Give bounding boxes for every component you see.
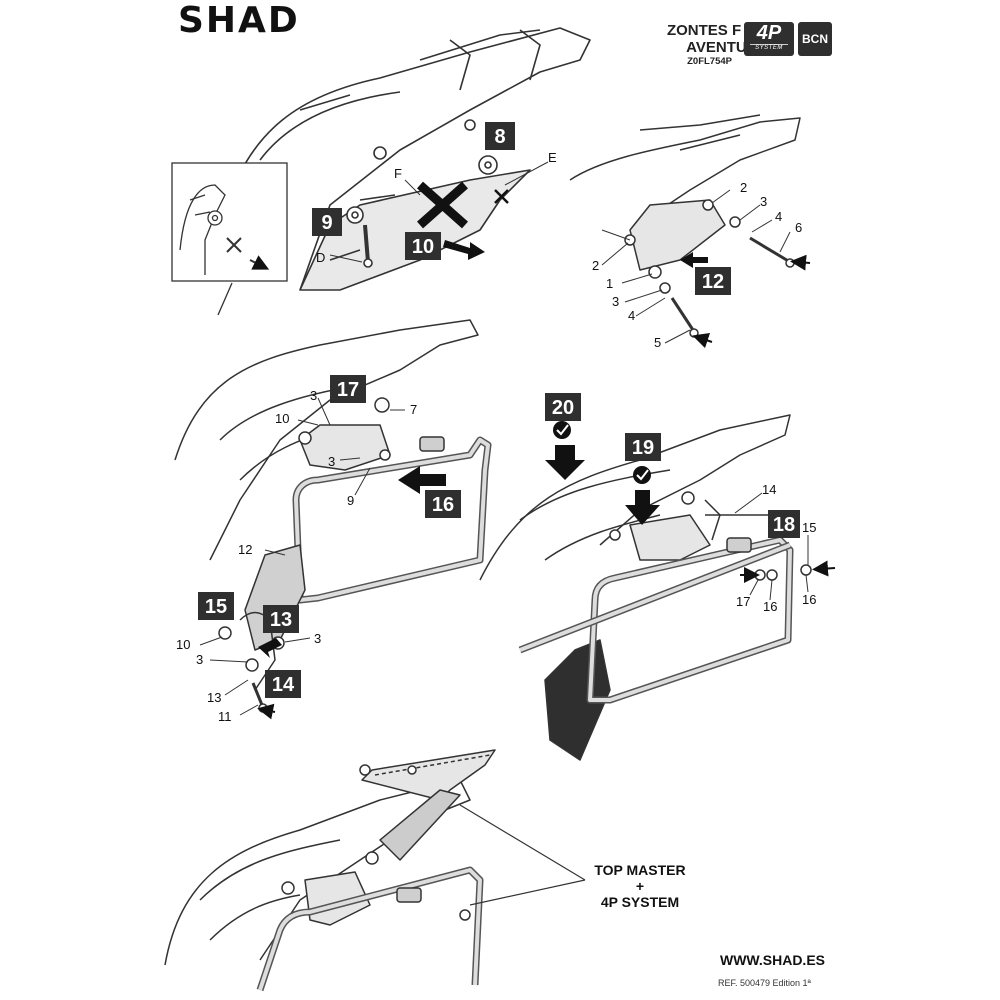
top-master-4p-caption: TOP MASTER + 4P SYSTEM bbox=[580, 862, 700, 910]
part-label-4b: 4 bbox=[775, 209, 782, 224]
small-cross-mark bbox=[494, 189, 509, 204]
part-label-3b: 3 bbox=[760, 194, 767, 209]
part-label-6: 6 bbox=[795, 220, 802, 235]
part-label-3a: 3 bbox=[612, 294, 619, 309]
step-label-13: 13 bbox=[263, 605, 299, 633]
svg-text:10: 10 bbox=[412, 236, 434, 258]
check-mark-icon bbox=[553, 421, 571, 439]
part-label-3f: 3 bbox=[196, 652, 203, 667]
part-label-12: 12 bbox=[238, 542, 252, 557]
part-label-4a: 4 bbox=[628, 308, 635, 323]
check-mark-icon bbox=[633, 466, 651, 484]
part-label-17: 17 bbox=[736, 594, 750, 609]
bcn-badge: BCN bbox=[798, 22, 832, 56]
edition-reference: REF. 500479 Edition 1ª bbox=[718, 978, 811, 988]
direction-arrow-16 bbox=[398, 466, 446, 494]
panel-right-frame bbox=[479, 414, 836, 761]
part-label-14: 14 bbox=[762, 482, 776, 497]
step-label-18: 18 bbox=[768, 510, 800, 538]
part-label-3d: 3 bbox=[328, 454, 335, 469]
step-label-14: 14 bbox=[265, 670, 301, 698]
part-label-5: 5 bbox=[654, 335, 661, 350]
caption-line-2: + bbox=[635, 878, 645, 894]
svg-text:12: 12 bbox=[702, 271, 724, 293]
svg-text:18: 18 bbox=[773, 514, 795, 536]
step-label-12: 12 bbox=[695, 267, 731, 295]
step-label-17: 17 bbox=[330, 375, 366, 403]
callout-lines bbox=[459, 804, 586, 906]
4p-system-badge: 4P SYSTEM bbox=[744, 22, 794, 56]
direction-arrow-10 bbox=[443, 240, 485, 260]
step-label-16: 16 bbox=[425, 490, 461, 518]
part-label-3c: 3 bbox=[310, 388, 317, 403]
leader-lines bbox=[199, 161, 809, 716]
part-label-F: F bbox=[394, 166, 402, 181]
direction-arrow-12 bbox=[680, 252, 708, 268]
step-label-9: 9 bbox=[312, 208, 342, 236]
part-label-10a: 10 bbox=[275, 411, 289, 426]
svg-text:20: 20 bbox=[552, 397, 574, 419]
part-label-16a: 16 bbox=[763, 599, 777, 614]
direction-arrow-19 bbox=[625, 490, 660, 525]
website-link[interactable]: WWW.SHAD.ES bbox=[720, 952, 825, 968]
part-label-3e: 3 bbox=[314, 631, 321, 646]
direction-arrow-13 bbox=[258, 638, 282, 658]
part-label-13: 13 bbox=[207, 690, 221, 705]
step-label-8: 8 bbox=[485, 122, 515, 150]
direction-arrow-20 bbox=[545, 445, 585, 480]
part-label-9: 9 bbox=[347, 493, 354, 508]
step-label-10: 10 bbox=[405, 232, 441, 260]
svg-text:8: 8 bbox=[494, 126, 505, 148]
svg-text:19: 19 bbox=[632, 437, 654, 459]
svg-text:16: 16 bbox=[432, 494, 454, 516]
part-label-11: 11 bbox=[218, 709, 232, 724]
svg-text:13: 13 bbox=[270, 609, 292, 631]
caption-line-3: 4P SYSTEM bbox=[600, 894, 680, 910]
caption-line-1: TOP MASTER bbox=[594, 862, 686, 878]
step-label-20: 20 bbox=[545, 393, 581, 421]
panel-remove-rail bbox=[224, 27, 591, 291]
part-label-15: 15 bbox=[802, 520, 816, 535]
4p-badge-text: 4P bbox=[756, 22, 782, 44]
part-label-2b: 2 bbox=[740, 180, 747, 195]
4p-badge-subtext: SYSTEM bbox=[750, 44, 788, 51]
panel-combined-system bbox=[164, 749, 496, 992]
svg-text:14: 14 bbox=[272, 674, 295, 696]
step-label-15: 15 bbox=[198, 592, 234, 620]
inset-detail bbox=[171, 162, 288, 316]
remove-cross-mark bbox=[417, 181, 468, 229]
part-label-7: 7 bbox=[410, 402, 417, 417]
shad-logo: SHAD bbox=[178, 0, 300, 41]
svg-text:9: 9 bbox=[321, 212, 332, 234]
svg-text:17: 17 bbox=[337, 379, 359, 401]
step-label-19: 19 bbox=[625, 433, 661, 461]
part-label-E: E bbox=[548, 150, 557, 165]
product-reference: Z0FL754P bbox=[687, 56, 732, 67]
part-label-16b: 16 bbox=[802, 592, 816, 607]
svg-text:15: 15 bbox=[205, 596, 227, 618]
part-label-D: D bbox=[316, 250, 325, 265]
part-label-2a: 2 bbox=[592, 258, 599, 273]
panel-left-frame bbox=[174, 319, 492, 720]
part-label-1: 1 bbox=[606, 276, 613, 291]
part-label-10b: 10 bbox=[176, 637, 190, 652]
panel-bracket-assembly bbox=[569, 114, 811, 349]
